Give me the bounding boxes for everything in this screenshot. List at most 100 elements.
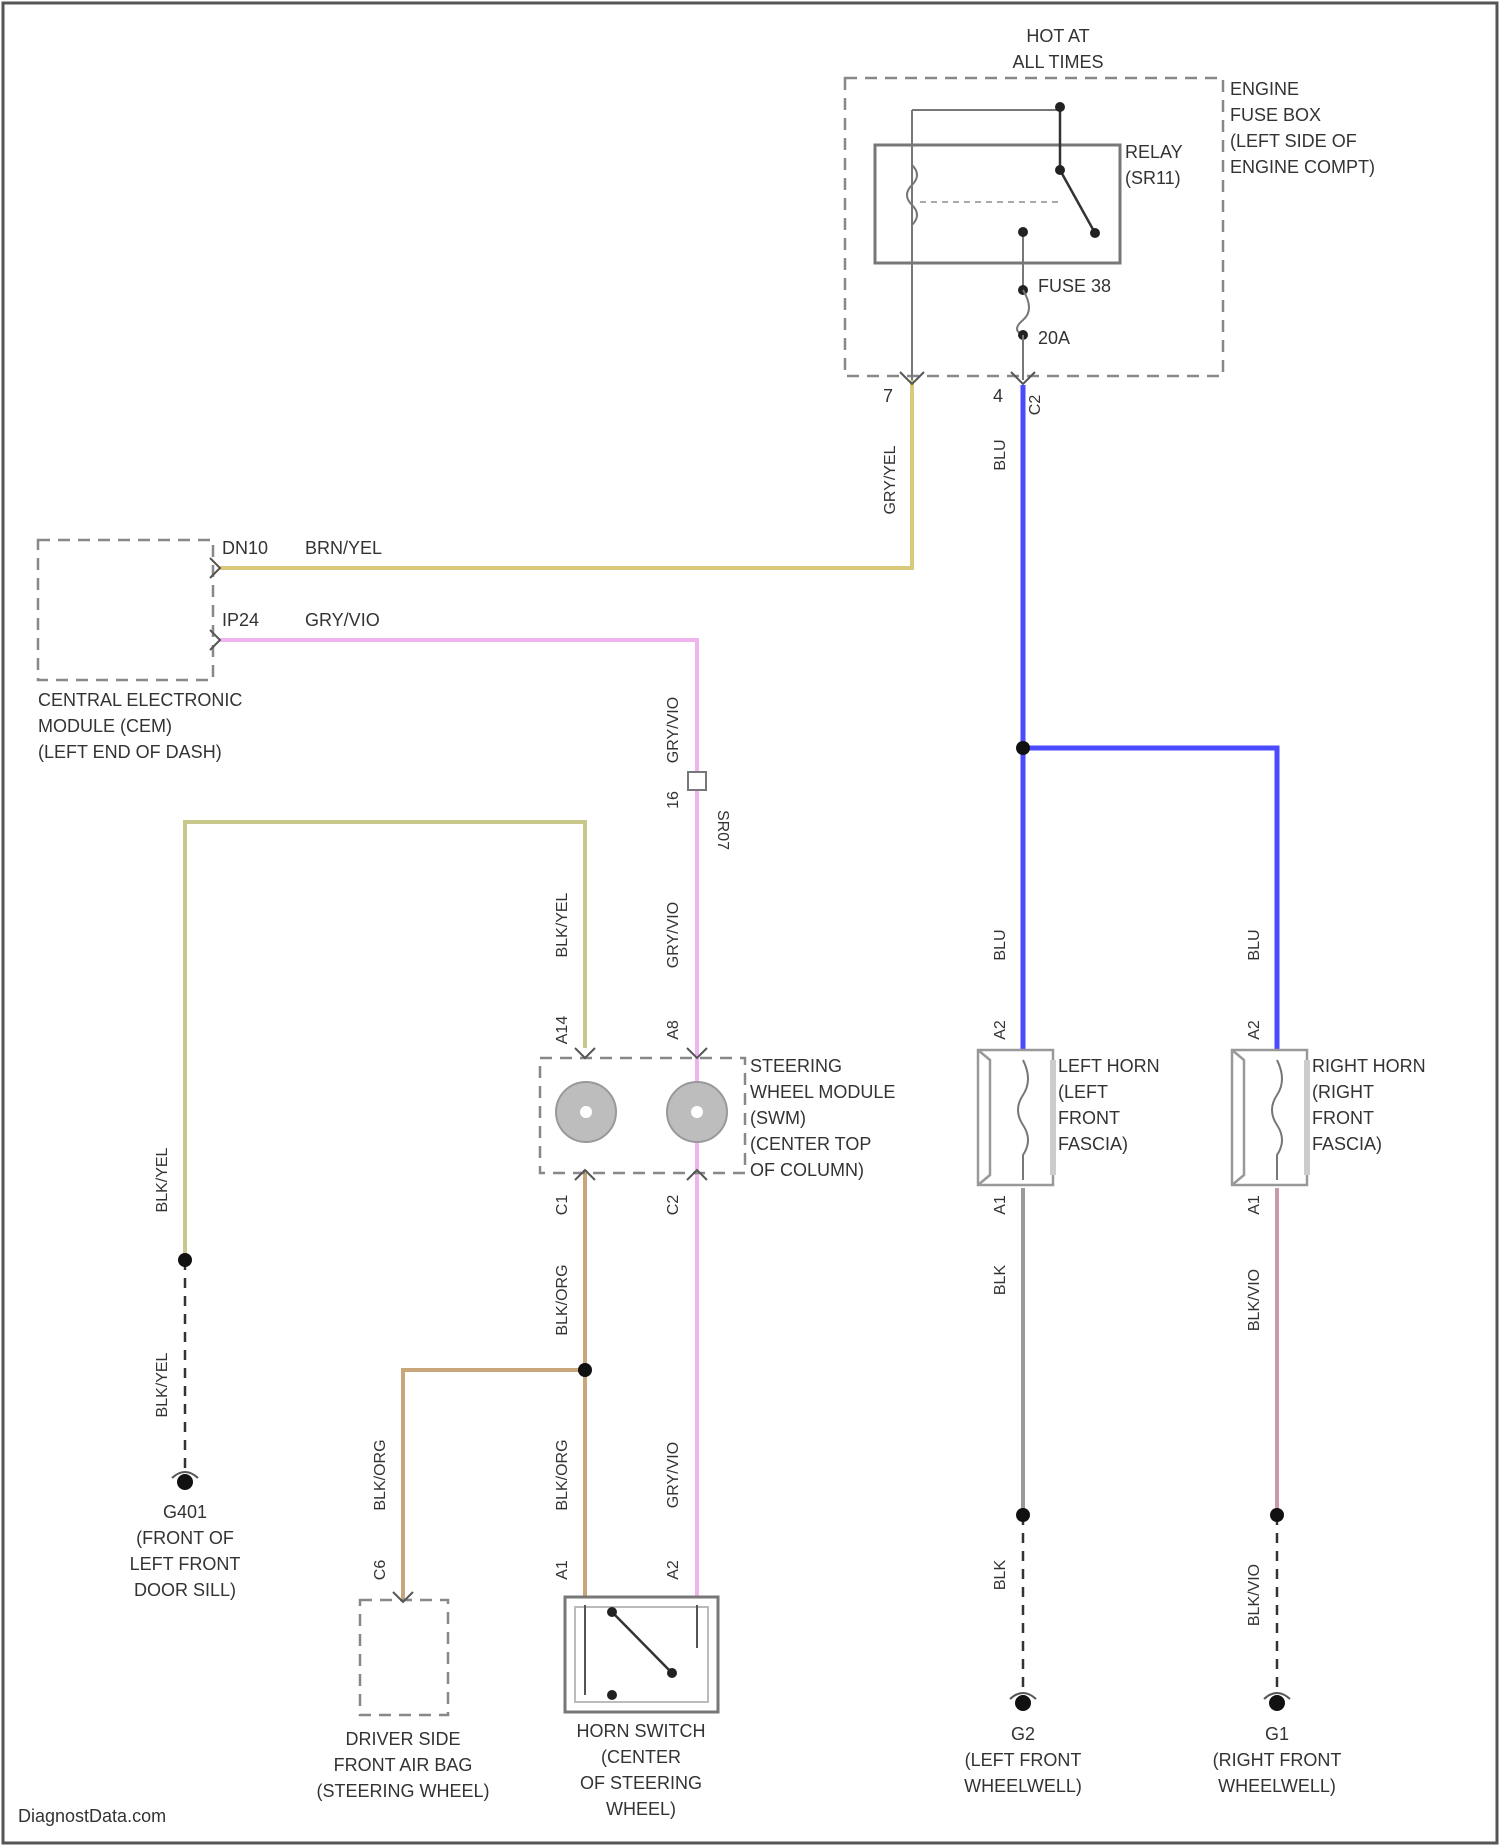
relay-pivot-dot: [1055, 165, 1065, 175]
swm-label-3: (SWM): [750, 1108, 806, 1128]
airbag-pin-label: C6: [372, 1560, 389, 1581]
cem-label-1: CENTRAL ELECTRONIC: [38, 690, 242, 710]
fuse-box-label-3: (LEFT SIDE OF: [1230, 131, 1357, 151]
wire-label-blk-vio-rh-lower: BLK/VIO: [1246, 1564, 1263, 1626]
wire-blu-right: [1023, 748, 1277, 1050]
splice-blu: [1016, 741, 1030, 755]
horn-switch-icon: [565, 1597, 718, 1712]
right-horn-label-3: FRONT: [1312, 1108, 1374, 1128]
ground-g401-icon: [172, 1472, 198, 1490]
fuse-icon: [1017, 290, 1029, 335]
wire-label-blu-right: BLU: [1246, 929, 1263, 960]
left-horn-icon: [978, 1050, 1053, 1185]
swm-pin-a14-icon: [575, 1048, 595, 1058]
airbag-label-2: FRONT AIR BAG: [334, 1755, 473, 1775]
fuse-label: FUSE 38: [1038, 276, 1111, 296]
swm-pin-a14: A14: [554, 1016, 571, 1045]
horn-switch-pin2-label: A2: [665, 1560, 682, 1580]
cem-pin1-label: DN10: [222, 538, 268, 558]
left-horn-label-3: FRONT: [1058, 1108, 1120, 1128]
splice-blk-org: [578, 1363, 592, 1377]
g401-label-4: DOOR SILL): [134, 1580, 236, 1600]
cem-box: [38, 540, 213, 680]
wire-label-blu-top: BLU: [992, 439, 1009, 470]
g1-label-3: WHEELWELL): [1218, 1776, 1336, 1796]
horn-switch-label-4: WHEEL): [606, 1799, 676, 1819]
wire-label-blk-lh: BLK: [992, 1265, 1009, 1296]
swm-label-4: (CENTER TOP: [750, 1134, 871, 1154]
inline-connector-label: SR07: [714, 810, 731, 850]
horn-switch-label-1: HORN SWITCH: [577, 1721, 706, 1741]
ground-g1-icon: [1264, 1693, 1290, 1711]
relay-label-1: RELAY: [1125, 142, 1183, 162]
cem-label-3: (LEFT END OF DASH): [38, 742, 222, 762]
right-horn-label-2: (RIGHT: [1312, 1082, 1374, 1102]
wire-blk-yel: [185, 822, 585, 1260]
airbag-label-1: DRIVER SIDE: [345, 1729, 460, 1749]
horn-switch-label-2: (CENTER: [601, 1747, 681, 1767]
left-horn-pin-a1: A1: [992, 1195, 1009, 1215]
wire-label-gry-vio-mid: GRY/VIO: [665, 902, 682, 968]
right-horn-pin-a1: A1: [1246, 1195, 1263, 1215]
relay-contact-arm: [1060, 170, 1095, 233]
wire-label-gry-vio-lower: GRY/VIO: [665, 1442, 682, 1508]
splice-blk-vio-rh: [1270, 1508, 1284, 1522]
inline-connector-pin-label: 16: [665, 791, 682, 809]
wire-gry-vio: [218, 640, 697, 1605]
left-horn-label-4: FASCIA): [1058, 1134, 1128, 1154]
fuse-box-label-4: ENGINE COMPT): [1230, 157, 1375, 177]
swm-label-5: OF COLUMN): [750, 1160, 864, 1180]
right-horn-icon: [1232, 1050, 1307, 1185]
left-horn-pin-a2: A2: [992, 1020, 1009, 1040]
g2-label-3: WHEELWELL): [964, 1776, 1082, 1796]
splice-blk-yel: [178, 1253, 192, 1267]
watermark: DiagnostData.com: [18, 1806, 166, 1826]
fuse-box-conn-right: C2: [1027, 395, 1044, 416]
fuse-amp-label: 20A: [1038, 328, 1070, 348]
wire-label-gry-yel: GRY/YEL: [882, 445, 899, 514]
wire-label-blu-left: BLU: [992, 929, 1009, 960]
relay-out-dot: [1018, 227, 1028, 237]
g1-label-2: (RIGHT FRONT: [1213, 1750, 1342, 1770]
fuse-box-label-2: FUSE BOX: [1230, 105, 1321, 125]
inline-connector-sr07: [688, 772, 706, 790]
swm-pin-c2: C2: [665, 1195, 682, 1216]
wire-label-blk-org-c: BLK/ORG: [554, 1439, 571, 1510]
wire-label-blk-yel-left: BLK/YEL: [154, 1147, 171, 1212]
relay-hot-dot: [1055, 102, 1065, 112]
ground-g2-icon: [1010, 1693, 1036, 1711]
right-horn-label-4: FASCIA): [1312, 1134, 1382, 1154]
g401-label-3: LEFT FRONT: [130, 1554, 241, 1574]
splice-blk-lh: [1016, 1508, 1030, 1522]
swm-pin-a8: A8: [665, 1020, 682, 1040]
right-horn-label-1: RIGHT HORN: [1312, 1056, 1426, 1076]
wire-label-blk-yel-left-lower: BLK/YEL: [154, 1352, 171, 1417]
airbag-box: [360, 1600, 448, 1715]
relay-label-2: (SR11): [1125, 168, 1181, 188]
fuse-box-label-1: ENGINE: [1230, 79, 1299, 99]
g2-label-1: G2: [1011, 1724, 1035, 1744]
swm-label-2: WHEEL MODULE: [750, 1082, 895, 1102]
airbag-label-3: (STEERING WHEEL): [316, 1781, 489, 1801]
left-horn-label-2: (LEFT: [1058, 1082, 1108, 1102]
swm-clockspring-right-hub: [691, 1106, 703, 1118]
g1-label-1: G1: [1265, 1724, 1289, 1744]
left-horn-label-1: LEFT HORN: [1058, 1056, 1160, 1076]
g401-label-1: G401: [163, 1502, 207, 1522]
cem-pin1-wire-label: BRN/YEL: [305, 538, 382, 558]
cem-pin2-wire-label: GRY/VIO: [305, 610, 380, 630]
relay-contact-dot: [1090, 228, 1100, 238]
wire-label-blk-vio-rh: BLK/VIO: [1246, 1269, 1263, 1331]
swm-label-1: STEERING: [750, 1056, 842, 1076]
cem-label-2: MODULE (CEM): [38, 716, 172, 736]
wire-label-blk-org-a: BLK/ORG: [554, 1264, 571, 1335]
cem-pin2-label: IP24: [222, 610, 259, 630]
wire-label-blk-yel-top: BLK/YEL: [554, 892, 571, 957]
horn-switch-pin1-label: A1: [554, 1560, 571, 1580]
wire-label-gry-vio-upper: GRY/VIO: [665, 697, 682, 763]
wire-label-blk-org-b: BLK/ORG: [372, 1439, 389, 1510]
engine-fuse-box: [845, 78, 1223, 376]
fuse-box-pin-left: 7: [883, 386, 893, 406]
g2-label-2: (LEFT FRONT: [965, 1750, 1082, 1770]
